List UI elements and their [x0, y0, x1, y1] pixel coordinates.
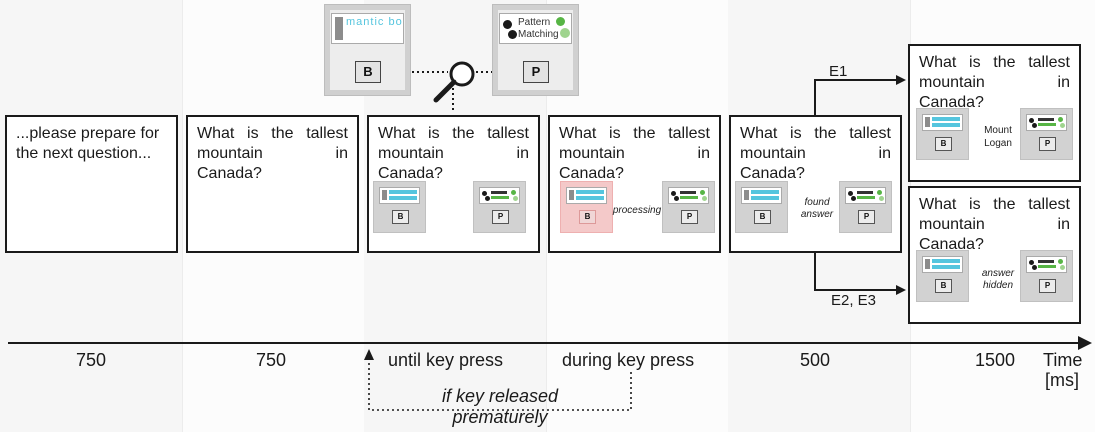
branch-upper-arrow — [814, 75, 906, 115]
pattern-matching-logo: Pattern Matching — [499, 13, 572, 44]
zoom-pattern-matching: Pattern Matching P — [492, 4, 579, 96]
question-text: What is the tallest mountain in Canada? — [197, 125, 348, 182]
key-b: B — [754, 210, 771, 224]
pattern-matching-key-icon: P — [1020, 250, 1073, 302]
key-p: P — [858, 210, 875, 224]
bg-divider — [182, 0, 183, 432]
screen-question: What is the tallest mountain in Canada? — [186, 115, 359, 253]
duration-label-3: until key press — [388, 350, 504, 370]
key-p: P — [1039, 137, 1056, 151]
semantic-bootstrap-key-icon: B — [373, 181, 426, 233]
screen-answer-hidden: What is the tallest mountain in Canada? … — [908, 186, 1081, 324]
key-p: P — [681, 210, 698, 224]
duration-label-5: 500 — [800, 350, 831, 370]
screen-processing: What is the tallest mountain in Canada? … — [548, 115, 721, 253]
screen-answer-shown: What is the tallest mountain in Canada? … — [908, 44, 1081, 182]
question-text: What is the tallest mountain in Canada? — [378, 125, 529, 182]
semantic-bootstrap-key-icon-active: B — [560, 181, 613, 233]
pattern-matching-key-icon: P — [473, 181, 526, 233]
screen-prepare: ...please prepare for the next question.… — [5, 115, 178, 253]
premature-release-label: if key released prematurely — [441, 386, 559, 427]
branch-lower-arrow — [814, 253, 906, 295]
key-p-large: P — [523, 61, 549, 83]
time-axis — [8, 342, 1082, 344]
key-p: P — [1039, 279, 1056, 293]
question-text: What is the tallest mountain in Canada? — [919, 54, 1070, 111]
answer-hidden-label: answer hidden — [981, 268, 1015, 291]
duration-label-2: 750 — [256, 350, 287, 370]
key-p: P — [492, 210, 509, 224]
key-b: B — [579, 210, 596, 224]
screen-question-keys: What is the tallest mountain in Canada? … — [367, 115, 540, 253]
key-b-large: B — [355, 61, 381, 83]
question-text: What is the tallest mountain in Canada? — [559, 125, 710, 182]
question-text: What is the tallest mountain in Canada? — [919, 196, 1070, 253]
magnifier-icon — [433, 61, 475, 103]
semantic-logo-text: mantic boot strap — [346, 16, 403, 28]
duration-label-4: during key press — [562, 350, 695, 370]
branch-label-e1: E1 — [829, 63, 848, 80]
pattern-matching-key-icon: P — [1020, 108, 1073, 160]
key-b: B — [935, 279, 952, 293]
pattern-logo-text: Pattern Matching — [518, 17, 559, 40]
found-answer-label: found answer — [800, 197, 834, 220]
semantic-bootstrap-key-icon: B — [735, 181, 788, 233]
answer-text: Mount Logan — [984, 125, 1012, 149]
branch-label-e2-e3: E2, E3 — [831, 292, 877, 309]
axis-title: Time — [1043, 350, 1083, 370]
semantic-bootstrap-key-icon: B — [916, 108, 969, 160]
axis-unit: [ms] — [1045, 370, 1079, 390]
premature-release-loop — [364, 349, 632, 411]
semantic-bootstrap-logo: mantic boot strap — [331, 13, 404, 44]
question-text: What is the tallest mountain in Canada? — [740, 125, 891, 182]
pattern-matching-key-icon: P — [662, 181, 715, 233]
zoom-semantic-bootstrap: mantic boot strap B — [324, 4, 411, 96]
duration-label-6: 1500 — [975, 350, 1016, 370]
duration-label-1: 750 — [76, 350, 107, 370]
key-b: B — [392, 210, 409, 224]
prepare-text: ...please prepare for the next question.… — [16, 125, 160, 162]
semantic-bootstrap-key-icon: B — [916, 250, 969, 302]
processing-label: processing — [612, 205, 662, 216]
screen-found-answer: What is the tallest mountain in Canada? … — [729, 115, 902, 253]
arrow-icon — [1078, 336, 1092, 350]
bg-divider — [546, 0, 547, 432]
pattern-matching-key-icon: P — [839, 181, 892, 233]
key-b: B — [935, 137, 952, 151]
